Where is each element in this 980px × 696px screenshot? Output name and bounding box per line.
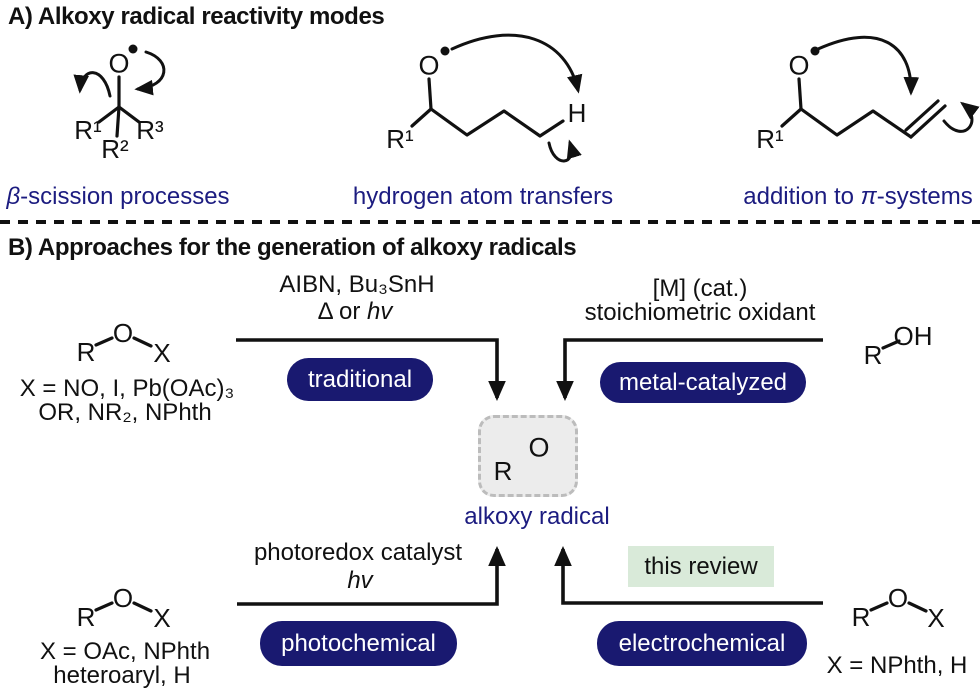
x-definition-line2: OR, NR₂, NPhth: [38, 399, 212, 426]
section-b-title: B) Approaches for the generation of alko…: [8, 234, 577, 261]
x-definition-line1: X = NO, I, Pb(OAc)₃: [19, 375, 235, 402]
curved-arrow: [816, 35, 920, 96]
atom-label-r: R: [851, 602, 871, 632]
metal-catalyzed-arrow: [556, 338, 823, 402]
alkoxy-radical-box: [478, 415, 578, 497]
greek-beta: β: [6, 183, 21, 210]
traditional-conditions-line1: AIBN, Bu₃SnH: [279, 271, 435, 298]
x-definition-line1: X = NPhth, H: [826, 652, 968, 679]
section-a-title: A) Alkoxy radical reactivity modes: [8, 3, 385, 30]
beta-scission-structure: [73, 44, 166, 138]
atom-label-r1: R¹: [74, 115, 102, 145]
x-definition-line2: heteroaryl, H: [53, 662, 191, 689]
generation-arrows: [236, 338, 823, 606]
atom-label-o: O: [788, 50, 810, 81]
atom-label-x: X: [153, 338, 171, 368]
badge-metal-catalyzed: metal-catalyzed: [600, 362, 806, 403]
badge-electrochemical: electrochemical: [597, 621, 807, 666]
atom-label-r: R: [76, 337, 96, 367]
photochemical-conditions-line2: hv: [347, 567, 373, 594]
x-definition-line1: X = OAc, NPhth: [39, 638, 211, 665]
atom-label-r3: R³: [136, 115, 164, 145]
curved-arrow: [547, 139, 582, 163]
mode-label-pi-addition: addition to π-systems: [743, 183, 973, 210]
atom-label-o: O: [418, 50, 440, 81]
pi-addition-structure: [780, 35, 980, 139]
atom-label-r2: R²: [101, 134, 129, 164]
curved-arrow: [942, 101, 980, 133]
atom-label-h: H: [567, 98, 587, 128]
atom-label-r: R: [493, 456, 513, 486]
atom-label-o: O: [528, 432, 550, 463]
this-review-tag: this review: [628, 546, 774, 587]
traditional-arrow: [236, 338, 506, 402]
metal-conditions-line1: [M] (cat.): [652, 275, 748, 302]
atom-label-o: O: [112, 583, 134, 613]
greek-pi: π: [860, 183, 877, 210]
atom-label-r: R: [76, 602, 96, 632]
atom-label-o: O: [108, 48, 130, 79]
atom-label-o: O: [112, 318, 134, 348]
electrochemical-arrow: [554, 545, 823, 605]
curved-arrow: [73, 71, 112, 98]
hat-structure: [410, 33, 583, 163]
badge-traditional: traditional: [287, 358, 433, 401]
metal-conditions-line2: stoichiometric oxidant: [584, 299, 816, 326]
photochemical-arrow: [237, 545, 506, 606]
traditional-conditions-line2: Δ or hv: [317, 298, 393, 325]
photochemical-conditions-line1: photoredox catalyst: [253, 539, 463, 566]
atom-label-r: R: [863, 340, 883, 370]
mode-label-hat: hydrogen atom transfers: [352, 183, 614, 210]
radical-dot: [440, 46, 450, 56]
curved-arrow: [450, 33, 583, 94]
mode-label-beta-scission: β-scission processes: [6, 183, 230, 210]
curved-arrow: [134, 50, 166, 96]
atom-label-r1: R¹: [756, 124, 784, 154]
atom-label-x: X: [153, 603, 171, 633]
atom-label-r1: R¹: [386, 124, 414, 154]
radical-dot: [128, 44, 138, 54]
badge-photochemical: photochemical: [260, 621, 457, 666]
alkoxy-radical-label: alkoxy radical: [464, 503, 610, 530]
atom-label-x: X: [927, 603, 945, 633]
atom-label-o: O: [887, 583, 909, 613]
atom-label-oh: OH: [893, 321, 933, 351]
